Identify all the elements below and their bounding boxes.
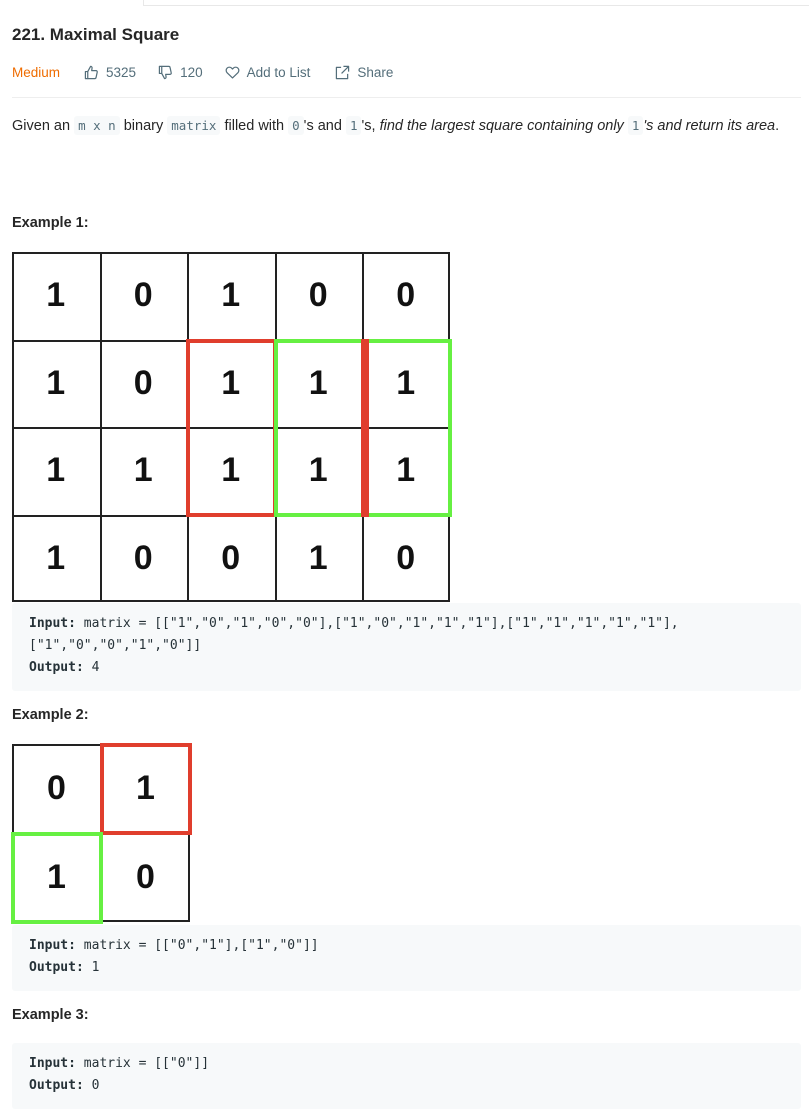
example-1-title: Example 1: <box>12 215 89 231</box>
dislike-count: 120 <box>180 64 203 80</box>
dislike-button[interactable]: 120 <box>158 65 203 80</box>
grid-line <box>12 744 14 922</box>
matrix-cell: 1 <box>46 363 66 402</box>
matrix-cell: 0 <box>133 363 153 402</box>
grid-line <box>187 252 189 602</box>
thumbs-up-icon <box>84 65 98 79</box>
matrix-cell: 1 <box>308 363 328 402</box>
problem-title: 221. Maximal Square <box>12 25 180 44</box>
matrix-cell: 0 <box>308 276 328 315</box>
matrix-cell: 1 <box>46 451 66 490</box>
matrix-cell: 0 <box>396 276 416 315</box>
share-label: Share <box>357 64 394 80</box>
example-3-code: Input: matrix = [["0"]] Output: 0 <box>12 1043 801 1109</box>
input-value: matrix = [["1","0","1","0","0"],["1","0"… <box>29 616 679 653</box>
input-value: matrix = [["0","1"],["1","0"]] <box>75 938 319 953</box>
input-value: matrix = [["0"]] <box>75 1056 210 1071</box>
desc-text: 's and <box>303 118 346 134</box>
matrix-cell: 0 <box>133 538 153 577</box>
grid-line <box>12 252 450 254</box>
difficulty-label: Medium <box>12 64 61 80</box>
matrix-cell: 0 <box>396 538 416 577</box>
input-label: Input: <box>29 938 76 953</box>
share-icon <box>336 65 350 79</box>
desc-text: binary <box>119 118 168 134</box>
matrix-cell: 1 <box>133 451 153 490</box>
matrix-cell: 1 <box>46 538 66 577</box>
problem-meta-bar: Medium 5325 120 Add to List Share <box>12 62 393 82</box>
output-label: Output: <box>29 960 84 975</box>
grid-line <box>12 339 450 342</box>
matrix-cell: 1 <box>221 451 241 490</box>
matrix-cell: 1 <box>47 858 66 896</box>
heart-icon <box>225 66 240 79</box>
top-panel-edge <box>143 0 809 6</box>
like-count: 5325 <box>106 64 137 80</box>
add-to-list-label: Add to List <box>246 64 311 80</box>
matrix-cell: 1 <box>221 276 241 315</box>
matrix-cell: 1 <box>136 769 155 807</box>
matrix-cell: 0 <box>47 769 66 807</box>
desc-text: 's, <box>361 118 380 134</box>
desc-text: Given an <box>12 118 75 134</box>
grid-line <box>362 252 364 602</box>
input-label: Input: <box>29 616 76 631</box>
grid-line <box>188 744 190 922</box>
input-label: Input: <box>29 1056 76 1071</box>
grid-line <box>12 600 450 602</box>
desc-emphasis: find the largest square containing only <box>379 118 624 134</box>
example-2-code: Input: matrix = [["0","1"],["1","0"]] Ou… <box>12 925 801 991</box>
matrix-cell: 1 <box>308 538 328 577</box>
share-button[interactable]: Share <box>335 65 393 80</box>
inline-code: 1 <box>345 116 362 135</box>
grid-line <box>274 252 277 602</box>
desc-text: filled with <box>220 118 289 134</box>
inline-code: matrix <box>167 116 221 135</box>
like-button[interactable]: 5325 <box>84 65 136 80</box>
inline-code: m x n <box>74 116 120 135</box>
output-value: 0 <box>83 1078 100 1093</box>
matrix-cell: 1 <box>396 363 416 402</box>
matrix-cell: 1 <box>221 363 241 402</box>
grid-line <box>12 427 450 429</box>
grid-line <box>99 252 102 602</box>
output-label: Output: <box>29 1078 84 1093</box>
inline-code: 1 <box>627 116 644 135</box>
matrix-cell: 0 <box>136 858 155 896</box>
desc-emphasis: 's and return its area <box>643 118 776 134</box>
output-value: 4 <box>83 660 100 675</box>
matrix-cell: 0 <box>221 538 241 577</box>
grid-line <box>12 252 14 602</box>
matrix-cell: 1 <box>308 451 328 490</box>
thumbs-down-icon <box>158 65 172 79</box>
output-label: Output: <box>29 660 84 675</box>
problem-description: Given an m x n binary matrix filled with… <box>12 114 802 138</box>
example-3-title: Example 3: <box>12 1007 89 1023</box>
matrix-cell: 1 <box>46 276 66 315</box>
matrix-cell: 0 <box>133 276 153 315</box>
example-2-title: Example 2: <box>12 707 89 723</box>
matrix-cell: 1 <box>396 451 416 490</box>
header-divider <box>12 97 801 98</box>
add-to-list-button[interactable]: Add to List <box>225 64 311 80</box>
desc-text: . <box>775 118 780 134</box>
example-1-matrix-image: 1 0 1 0 0 1 0 1 1 1 1 1 1 1 1 1 0 0 1 0 <box>12 252 452 603</box>
example-2-matrix-image: 0 1 1 0 <box>11 743 194 924</box>
example-1-code: Input: matrix = [["1","0","1","0","0"],[… <box>12 603 801 691</box>
grid-line <box>101 744 103 922</box>
inline-code: 0 <box>288 116 304 135</box>
output-value: 1 <box>83 960 100 975</box>
grid-line <box>12 514 450 517</box>
grid-line <box>447 252 450 602</box>
